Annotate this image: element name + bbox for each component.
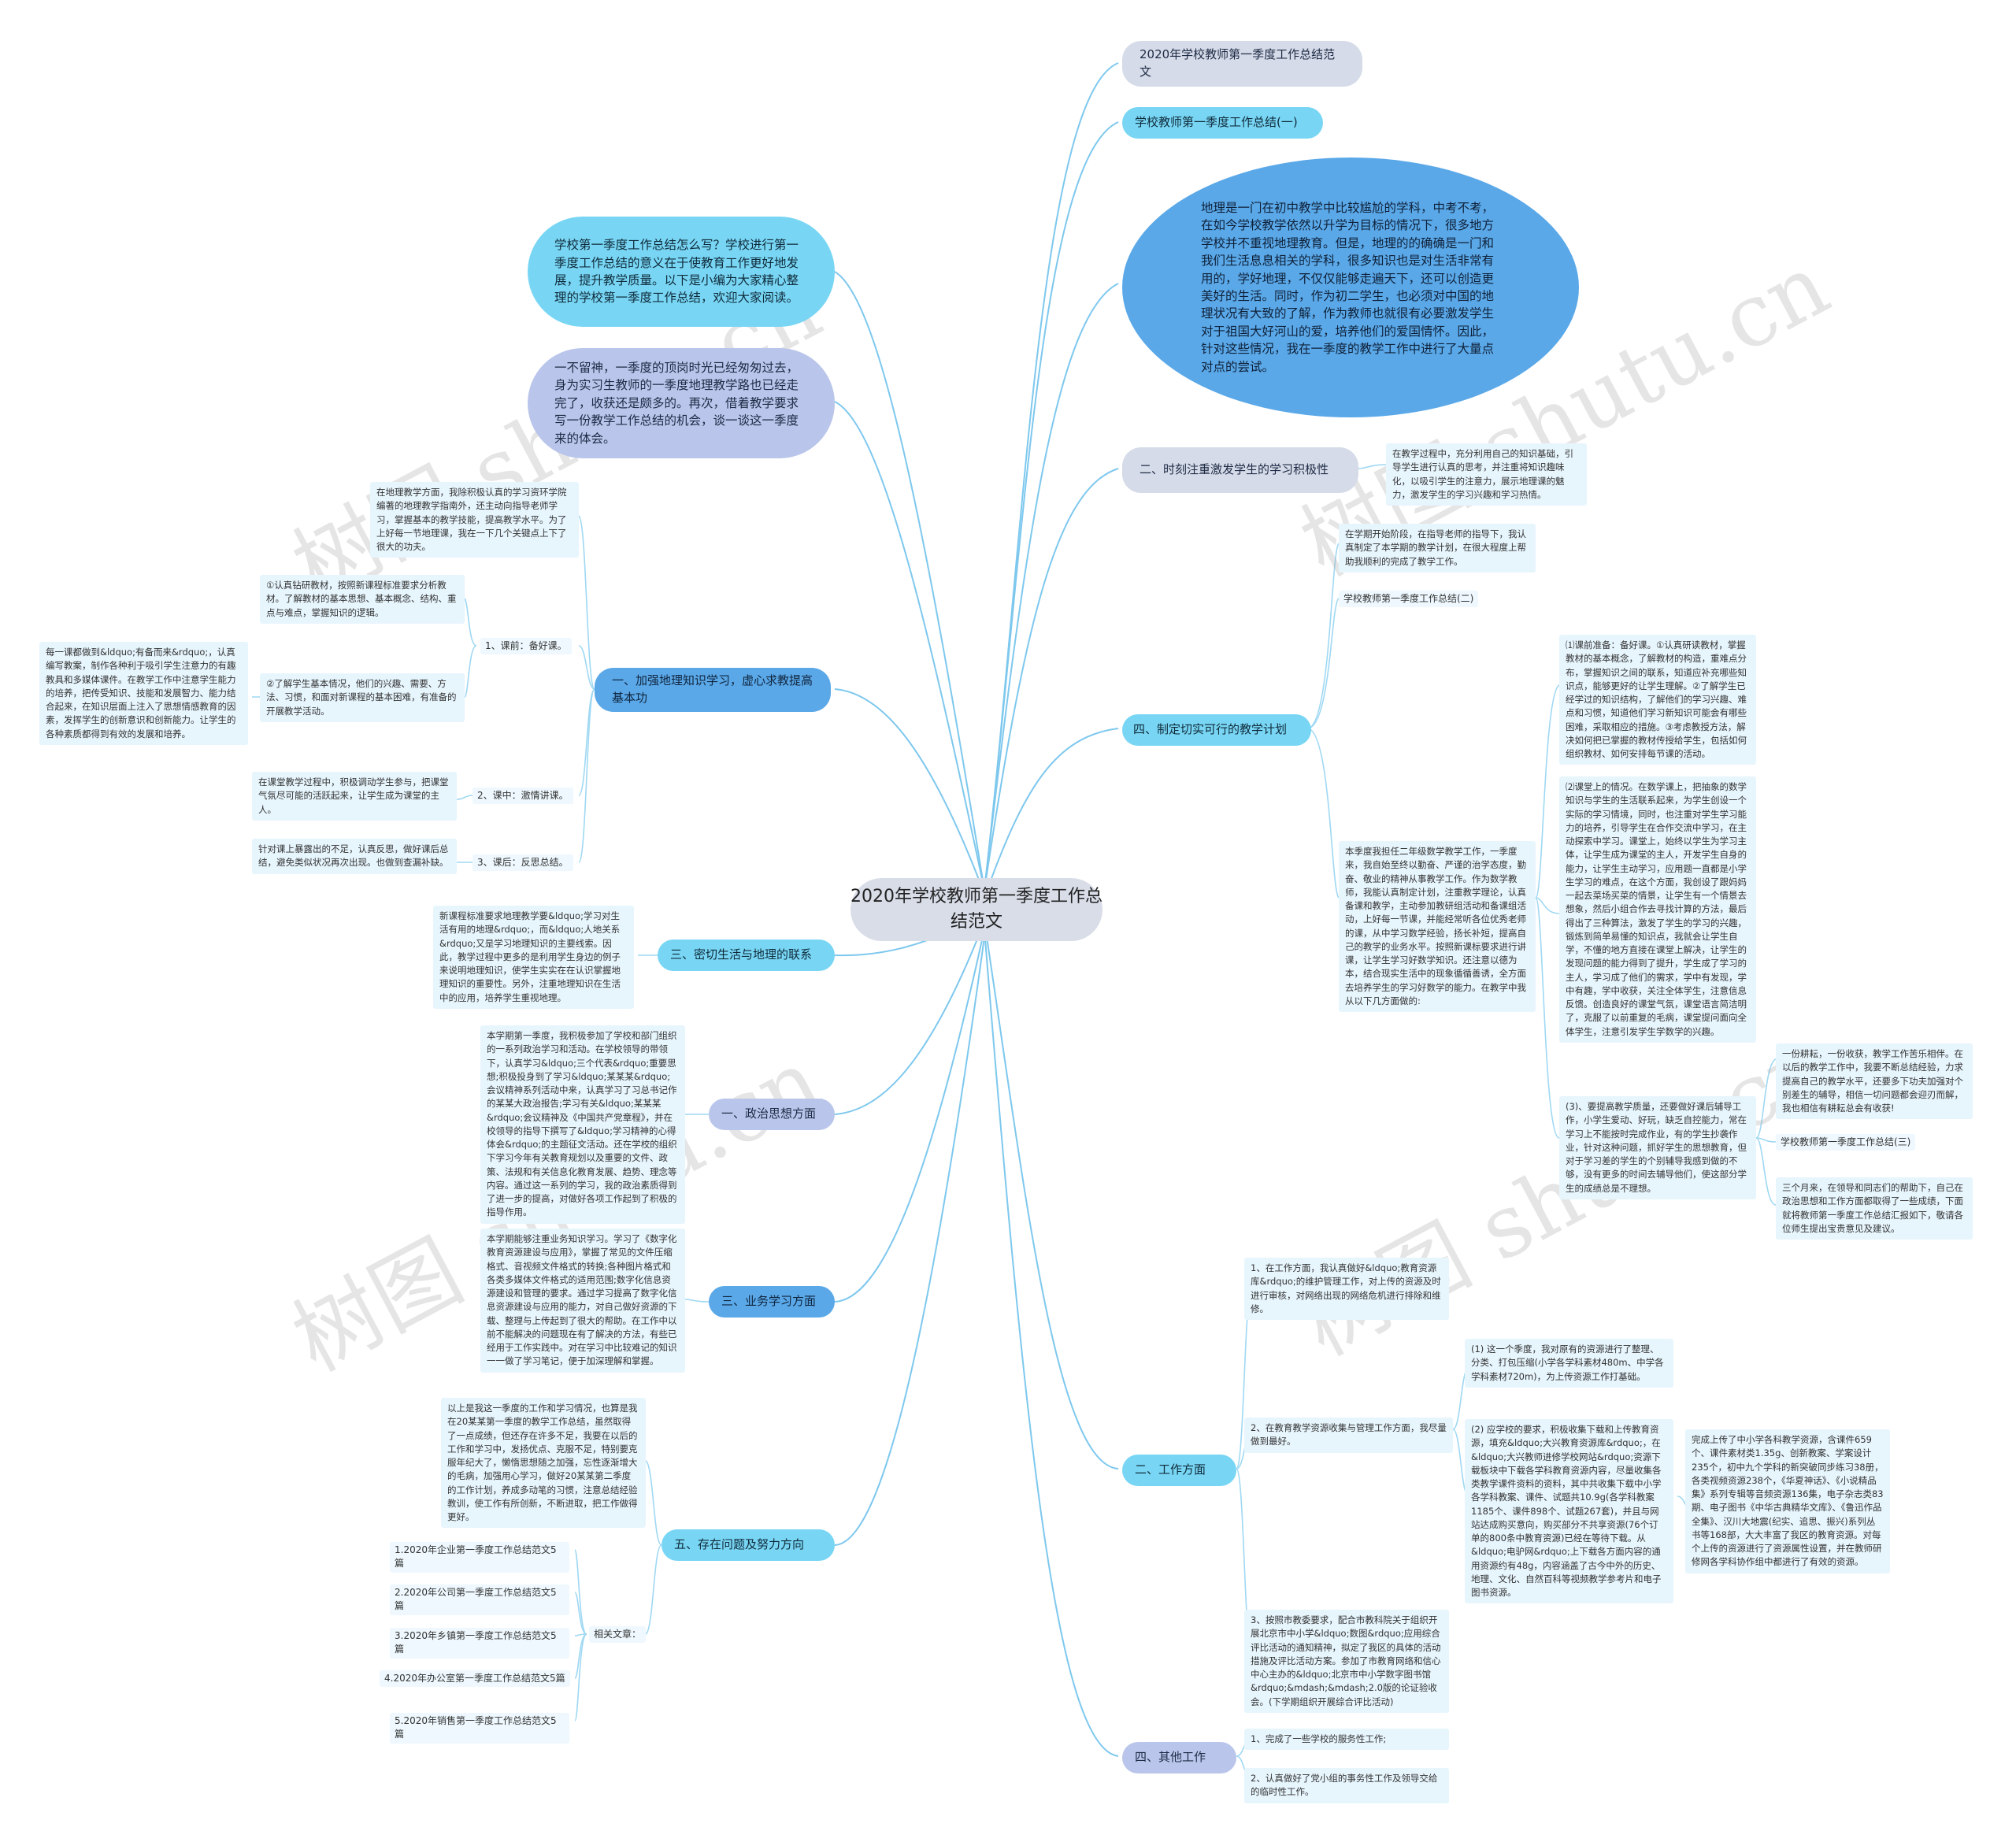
work-item-1: 1、在工作方面，我认真做好&ldquo;教育资源库&rdquo;的维护管理工作，… [1244,1258,1449,1320]
work-item-2: 2、在教育教学资源收集与管理工作方面，我尽量做到最好。 [1244,1418,1453,1453]
section-1-key-1b: ②了解学生基本情况，他们的兴趣、需要、方法、习惯，和面对新课程的基本困难，有准备… [260,673,465,722]
related-articles-label: 相关文章： [589,1626,647,1644]
section-1-key-3: 3、课后：反思总结。 [472,854,573,872]
work-item-2c: 完成上传了中小学各科教学资源，含课件659个、课件素材类1.35g、创新教案、学… [1685,1429,1890,1573]
section-work[interactable]: 二、工作方面 [1122,1455,1236,1486]
section-4-point-3: (3)、要提高教学质量，还要做好课后辅导工作，小学生爱动、好玩，缺乏自控能力，常… [1559,1096,1756,1199]
other-item-1: 1、完成了一些学校的服务性工作; [1244,1729,1449,1751]
section-3-life[interactable]: 三、密切生活与地理的联系 [658,940,835,971]
section-1-key-1a: ①认真钻研教材，按照新课程标准要求分析教材。了解教材的基本思想、基本概念、结构、… [260,575,465,624]
section-4-plan[interactable]: 四、制定切实可行的教学计划 [1122,714,1311,746]
title-node[interactable]: 2020年学校教师第一季度工作总结范文 [1122,41,1362,87]
related-article-4[interactable]: 4.2020年办公室第一季度工作总结范文5篇 [380,1670,570,1688]
summary-one-node[interactable]: 学校教师第一季度工作总结(一) [1122,107,1323,139]
section-1-key-1: 1、课前：备好课。 [480,638,572,655]
related-article-5[interactable]: 5.2020年销售第一季度工作总结范文5篇 [390,1713,569,1744]
intro-2-node[interactable]: 一不留神，一季度的顶岗时光已经匆匆过去，身为实习生教师的一季度地理教学路也已经走… [528,348,835,458]
related-article-2[interactable]: 2.2020年公司第一季度工作总结范文5篇 [390,1584,569,1615]
section-5-note: 以上是我这一季度的工作和学习情况，也算是我在20某某第一季度的教学工作总结，虽然… [441,1398,646,1529]
intro-node[interactable]: 学校第一季度工作总结怎么写？学校进行第一季度工作总结的意义在于使教育工作更好地发… [528,217,835,327]
section-4-point-2: ⑵课堂上的情况。在数学课上，把抽象的数学知识与学生的生活联系起来，为学生创设一个… [1559,776,1756,1043]
work-item-2a: (1) 这一个季度，我对原有的资源进行了整理、分类、打包压缩(小学各学科素材48… [1465,1339,1673,1388]
section-political[interactable]: 一、政治思想方面 [709,1099,835,1130]
related-article-1[interactable]: 1.2020年企业第一季度工作总结范文5篇 [390,1542,569,1573]
section-1-key-2: 2、课中：激情讲课。 [472,788,573,805]
section-4-reflection: 一份耕耘，一份收获，教学工作苦乐相伴。在以后的教学工作中，我要不断总结经验，力求… [1776,1043,1973,1120]
section-1-key-2a: 在课堂教学过程中，积极调动学生参与，把课堂气氛尽可能的活跃起来，让学生成为课堂的… [252,772,457,821]
work-item-2b: (2) 应学校的要求，积极收集下载和上传教育资源，填充&ldquo;大兴教育资源… [1465,1419,1673,1604]
section-2-note: 在教学过程中，充分利用自己的知识基础，引导学生进行认真的思考，并注重将知识趣味化… [1386,443,1587,506]
section-political-note: 本学期第一季度，我积极参加了学校和部门组织的一系列政治学习和活动。在学校领导的带… [480,1025,685,1224]
section-1-note: 在地理教学方面，我除积极认真的学习资环学院编著的地理教学指南外，还主动向指导老师… [370,482,579,558]
root-topic-label: 2020年学校教师第一季度工作总结范文 [850,887,1102,932]
section-other[interactable]: 四、其他工作 [1122,1742,1236,1773]
section-2-motivation[interactable]: 二、时刻注重激发学生的学习积极性 [1122,447,1358,493]
summary-three-node[interactable]: 学校教师第一季度工作总结(三) [1776,1134,1916,1151]
work-item-3: 3、按照市教委要求，配合市教科院关于组织开展北京市中小学&ldquo;数图&rd… [1244,1610,1449,1713]
summary-two-node[interactable]: 学校教师第一季度工作总结(二) [1339,591,1479,608]
section-5-issues[interactable]: 五、存在问题及努力方向 [662,1529,835,1561]
related-article-3[interactable]: 3.2020年乡镇第一季度工作总结范文5篇 [390,1628,569,1659]
section-4-closing: 三个月来，在领导和同志们的帮助下，自己在政治思想和工作方面都取得了一些成绩，下面… [1776,1177,1973,1240]
section-3-note: 新课程标准要求地理教学要&ldquo;学习对生活有用的地理&rdquo;，而&l… [433,906,634,1009]
section-4-note-b: 本季度我担任二年级数学教学工作，一季度来，我自始至终以勤奋、严谨的治学态度，勤奋… [1339,841,1536,1012]
section-4-point-1: ⑴课前准备：备好课。①认真研读教材，掌握教材的基本概念，了解教材的构造，重难点分… [1559,635,1756,765]
other-item-2: 2、认真做好了党小组的事务性工作及领导交给的临时性工作。 [1244,1768,1449,1803]
section-business-note: 本学期能够注重业务知识学习。学习了《数字化教育资源建设与应用》，掌握了常见的文件… [480,1229,685,1373]
section-1-study[interactable]: 一、加强地理知识学习，虚心求教提高基本功 [595,668,831,712]
section-1-key-1c: 每一课都做到&ldquo;有备而来&rdquo;，认真编写教案，制作各种利于吸引… [39,642,248,745]
geography-oval[interactable]: 地理是一门在初中教学中比较尴尬的学科，中考不考，在如今学校教学依然以升学为目标的… [1122,158,1579,417]
root-topic[interactable]: 2020年学校教师第一季度工作总结范文 [850,878,1102,941]
section-1-key-3a: 针对课上暴露出的不足，认真反思，做好课后总结，避免类似状况再次出现。也做到查漏补… [252,839,457,874]
section-4-note-a: 在学期开始阶段，在指导老师的指导下，我认真制定了本学期的教学计划，在很大程度上帮… [1339,524,1536,573]
section-business[interactable]: 三、业务学习方面 [709,1286,835,1318]
